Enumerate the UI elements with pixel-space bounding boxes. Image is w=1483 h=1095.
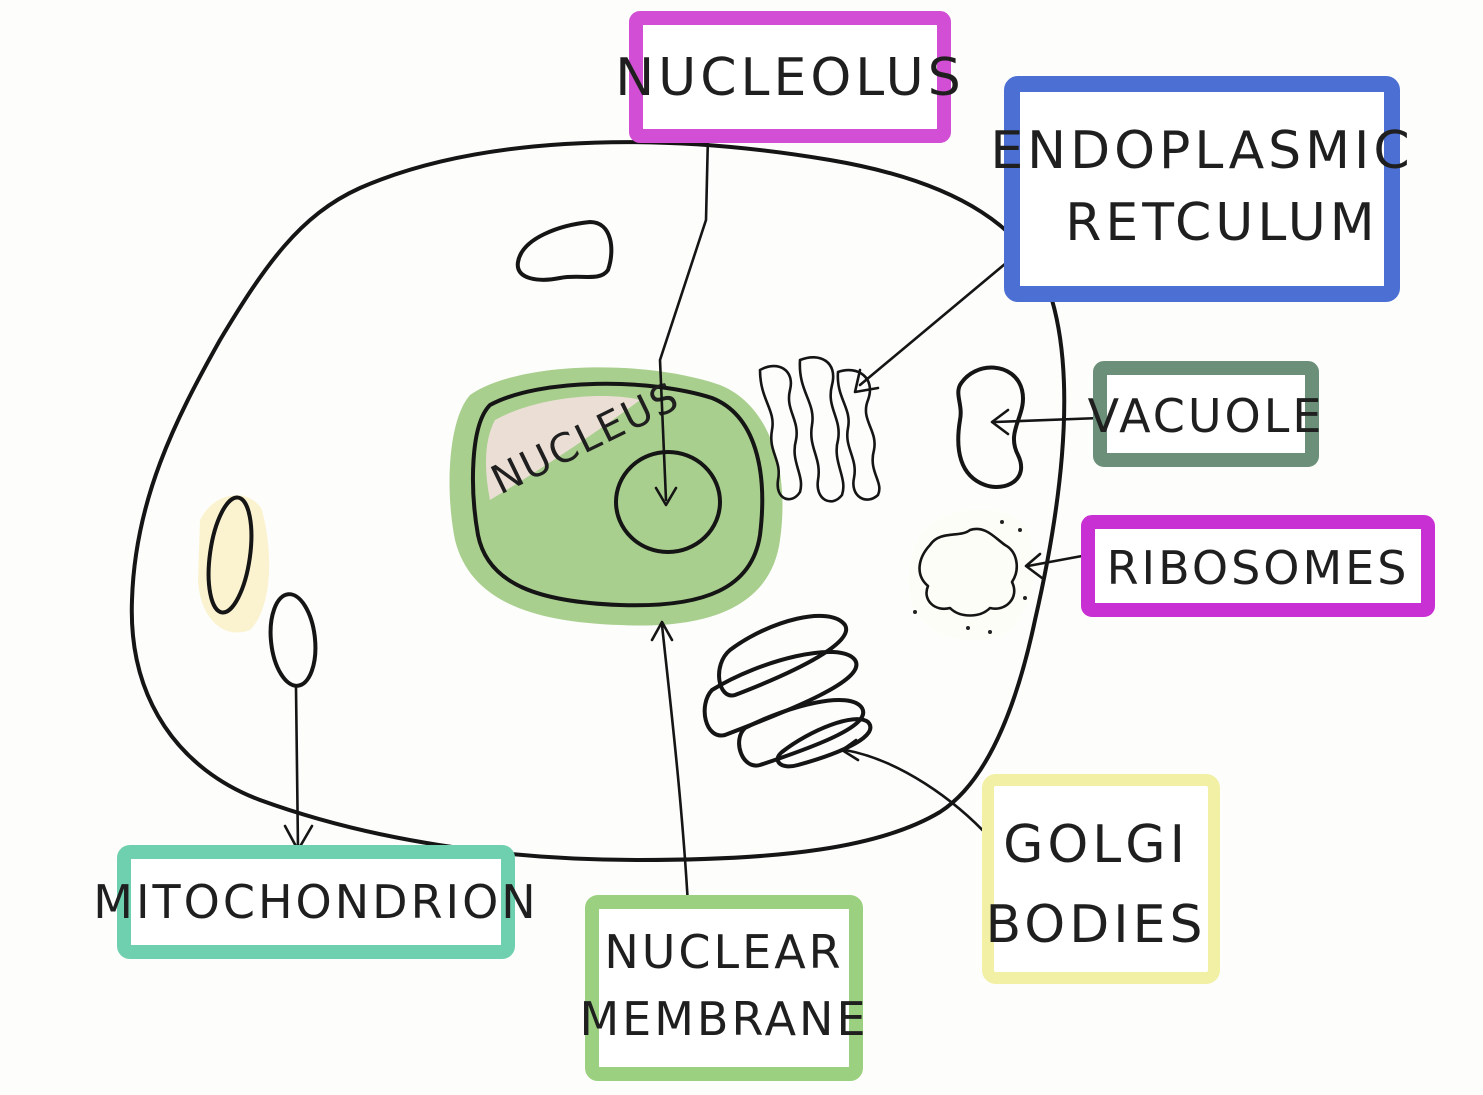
box-vacuole	[1093, 361, 1319, 467]
arrow-nuclear-membrane	[660, 623, 690, 907]
golgi-bodies	[702, 613, 873, 769]
arrow-mitochondrion	[294, 686, 300, 850]
box-mitochondrion	[117, 845, 515, 959]
box-ribosomes	[1081, 515, 1435, 617]
label-nuclear-membrane-line2: MEMBRANE	[579, 992, 868, 1046]
label-vacuole: VACUOLE	[1088, 361, 1325, 467]
er-stack-2	[798, 355, 845, 503]
label-endoplasmic-reticulum: ENDOPLASMIC RETCULUM	[990, 76, 1413, 302]
nucleus-highlight	[485, 396, 640, 500]
box-nuclear-membrane	[585, 895, 863, 1081]
label-nuclear-membrane-line1: NUCLEAR	[604, 925, 843, 979]
label-nucleolus-text: NUCLEOLUS	[615, 48, 964, 108]
label-mitochondrion-text: MITOCHONDRION	[93, 875, 538, 929]
box-golgi	[982, 774, 1220, 984]
label-ribosomes-text: RIBOSOMES	[1107, 541, 1410, 595]
label-ribosomes: RIBOSOMES	[1081, 515, 1435, 617]
er-stack-1	[758, 364, 803, 501]
arrow-vacuole	[993, 416, 1102, 424]
er-stack-3	[836, 368, 881, 501]
ribosome-cluster	[918, 527, 1019, 617]
label-mitochondrion: MITOCHONDRION	[93, 845, 538, 959]
arrow-golgi	[843, 748, 992, 840]
golgi-sac-3	[737, 698, 866, 768]
box-er	[1004, 76, 1400, 302]
mitochondria	[206, 495, 318, 688]
arrow-ribosomes	[1026, 554, 1084, 568]
label-nucleolus: NUCLEOLUS	[615, 11, 964, 143]
label-golgi-bodies: GOLGI BODIES	[982, 774, 1220, 984]
label-er-line1: ENDOPLASMIC	[990, 121, 1413, 181]
golgi-sac-1	[717, 613, 849, 698]
nucleolus	[614, 450, 722, 554]
label-golgi-line1: GOLGI	[1003, 815, 1189, 875]
golgi-sac-4	[775, 717, 873, 769]
arrow-nucleolus	[658, 133, 710, 502]
label-er-line2: RETCULUM	[1065, 193, 1378, 253]
mitochondrion-2	[268, 592, 318, 688]
vacuole	[956, 365, 1025, 489]
small-vacuole	[515, 220, 614, 282]
cytoplasm	[129, 140, 1067, 862]
endoplasmic-reticulum	[758, 355, 881, 503]
box-nucleolus	[629, 11, 951, 143]
label-vacuole-text: VACUOLE	[1088, 389, 1325, 443]
ribosomes	[913, 520, 1027, 634]
nucleus-group: NUCLEUS	[449, 367, 783, 626]
label-nuclear-membrane: NUCLEAR MEMBRANE	[579, 895, 868, 1081]
mitochondrion-1	[206, 495, 254, 615]
label-golgi-line2: BODIES	[986, 895, 1207, 955]
golgi-sac-2	[702, 650, 859, 738]
